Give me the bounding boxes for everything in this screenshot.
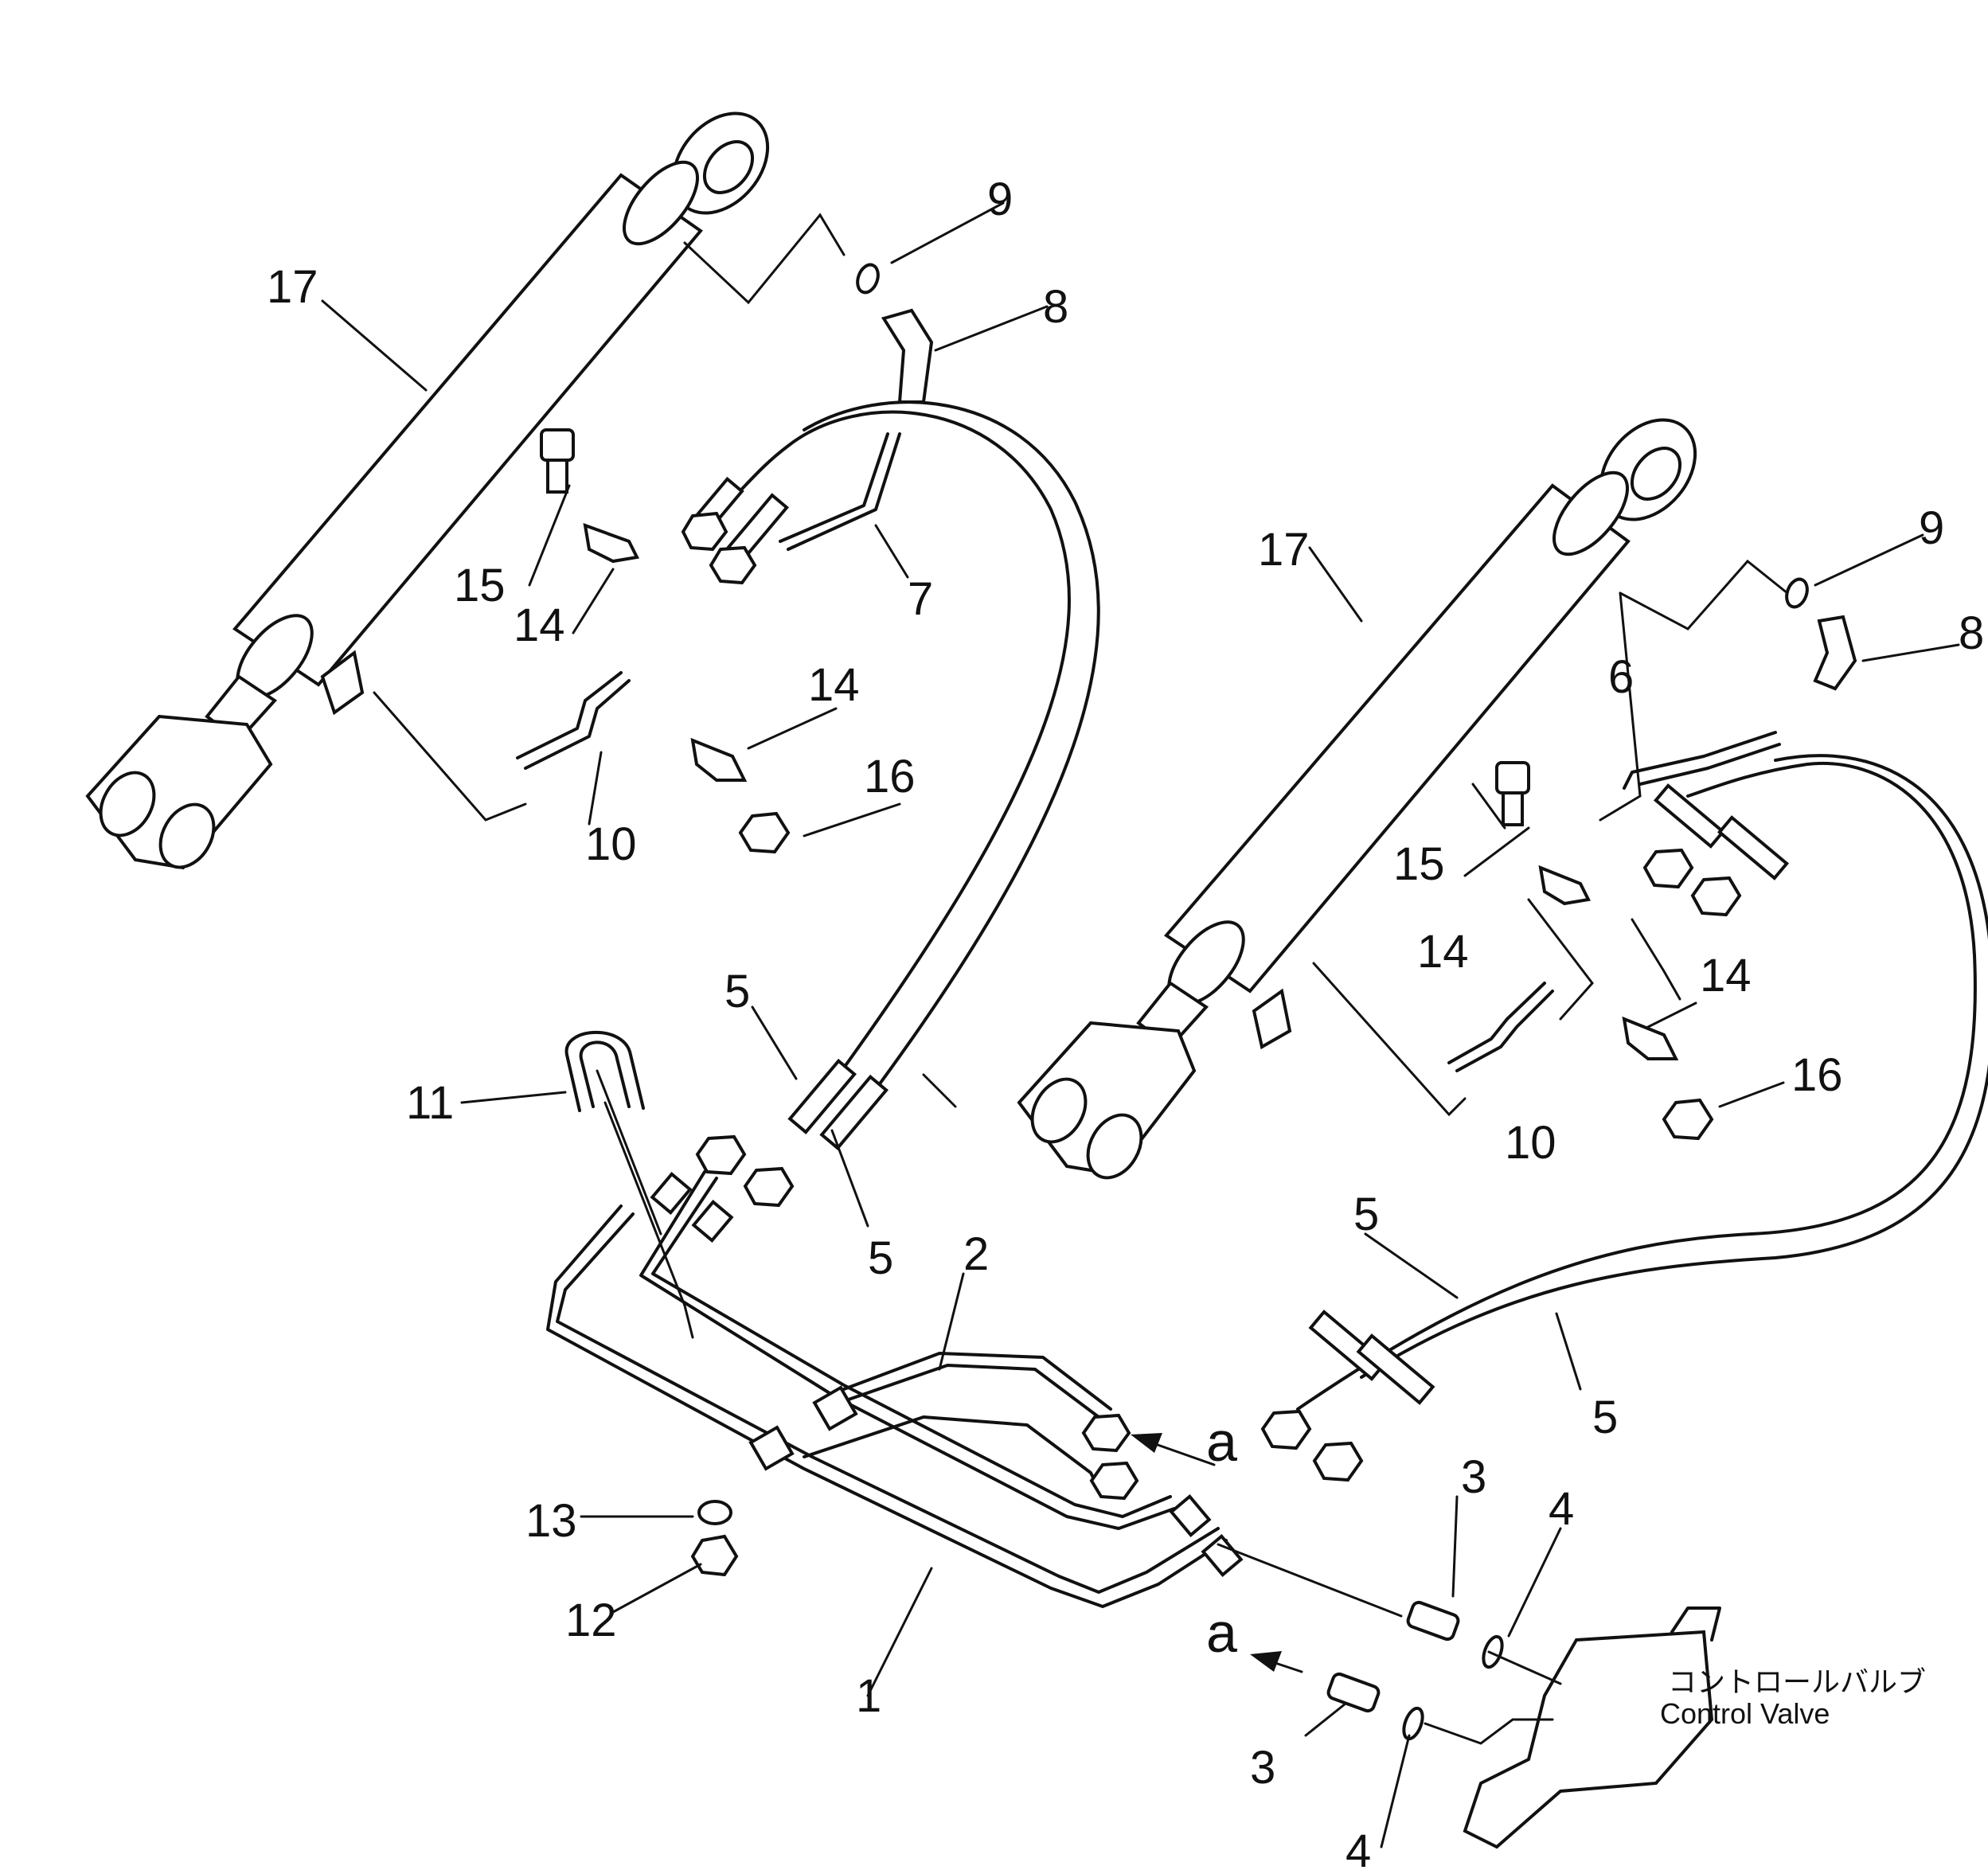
callout-1: 1	[856, 1670, 881, 1722]
callout-5: 5	[868, 1232, 893, 1284]
callout-5: 5	[725, 966, 750, 1017]
callout-12: 12	[565, 1595, 617, 1646]
callout-13: 13	[525, 1495, 577, 1547]
tube-assembly	[546, 1170, 1244, 1608]
callout-4: 4	[1549, 1483, 1574, 1535]
callout-14: 14	[1417, 926, 1469, 978]
callout-7: 7	[908, 573, 933, 625]
callout-9: 9	[987, 174, 1013, 225]
callout-16: 16	[1791, 1049, 1843, 1101]
arrow-label-a: a	[1206, 1411, 1237, 1473]
callout-15: 15	[454, 560, 506, 611]
callout-3: 3	[1461, 1451, 1486, 1503]
callout-10: 10	[1505, 1117, 1556, 1169]
callout-5: 5	[1592, 1392, 1618, 1443]
callout-8: 8	[1959, 607, 1984, 659]
callout-3: 3	[1250, 1742, 1275, 1794]
callout-9: 9	[1919, 502, 1944, 554]
callout-14: 14	[1700, 950, 1752, 1001]
leader-lines	[321, 201, 1960, 1849]
callout-8: 8	[1043, 281, 1068, 333]
callout-17: 17	[1258, 524, 1310, 576]
control-valve-label-en: Control Valve	[1660, 1697, 1830, 1730]
right-cylinder	[1017, 418, 1697, 1180]
left-hose-loop	[681, 400, 1100, 1208]
right-hose-loop	[1260, 754, 1988, 1482]
callout-numbers: 1 2 3 3 4 4 5 5 5 5 6 7 8 8 9 9 10 10 11…	[267, 174, 1984, 1870]
control-valve-label-jp: コントロールバルブ	[1668, 1665, 1926, 1698]
arrow-label-a: a	[1206, 1602, 1237, 1664]
small-parts	[516, 263, 1857, 1849]
callout-6: 6	[1608, 651, 1634, 703]
callout-14: 14	[514, 599, 565, 651]
callout-4: 4	[1346, 1825, 1371, 1870]
callout-10: 10	[585, 818, 637, 870]
left-cylinder	[85, 111, 770, 870]
callout-17: 17	[267, 261, 318, 313]
callout-11: 11	[406, 1077, 454, 1129]
callout-2: 2	[963, 1228, 989, 1280]
callout-16: 16	[864, 751, 916, 802]
callout-15: 15	[1393, 838, 1445, 890]
callout-5: 5	[1353, 1189, 1379, 1240]
callout-14: 14	[808, 659, 860, 711]
